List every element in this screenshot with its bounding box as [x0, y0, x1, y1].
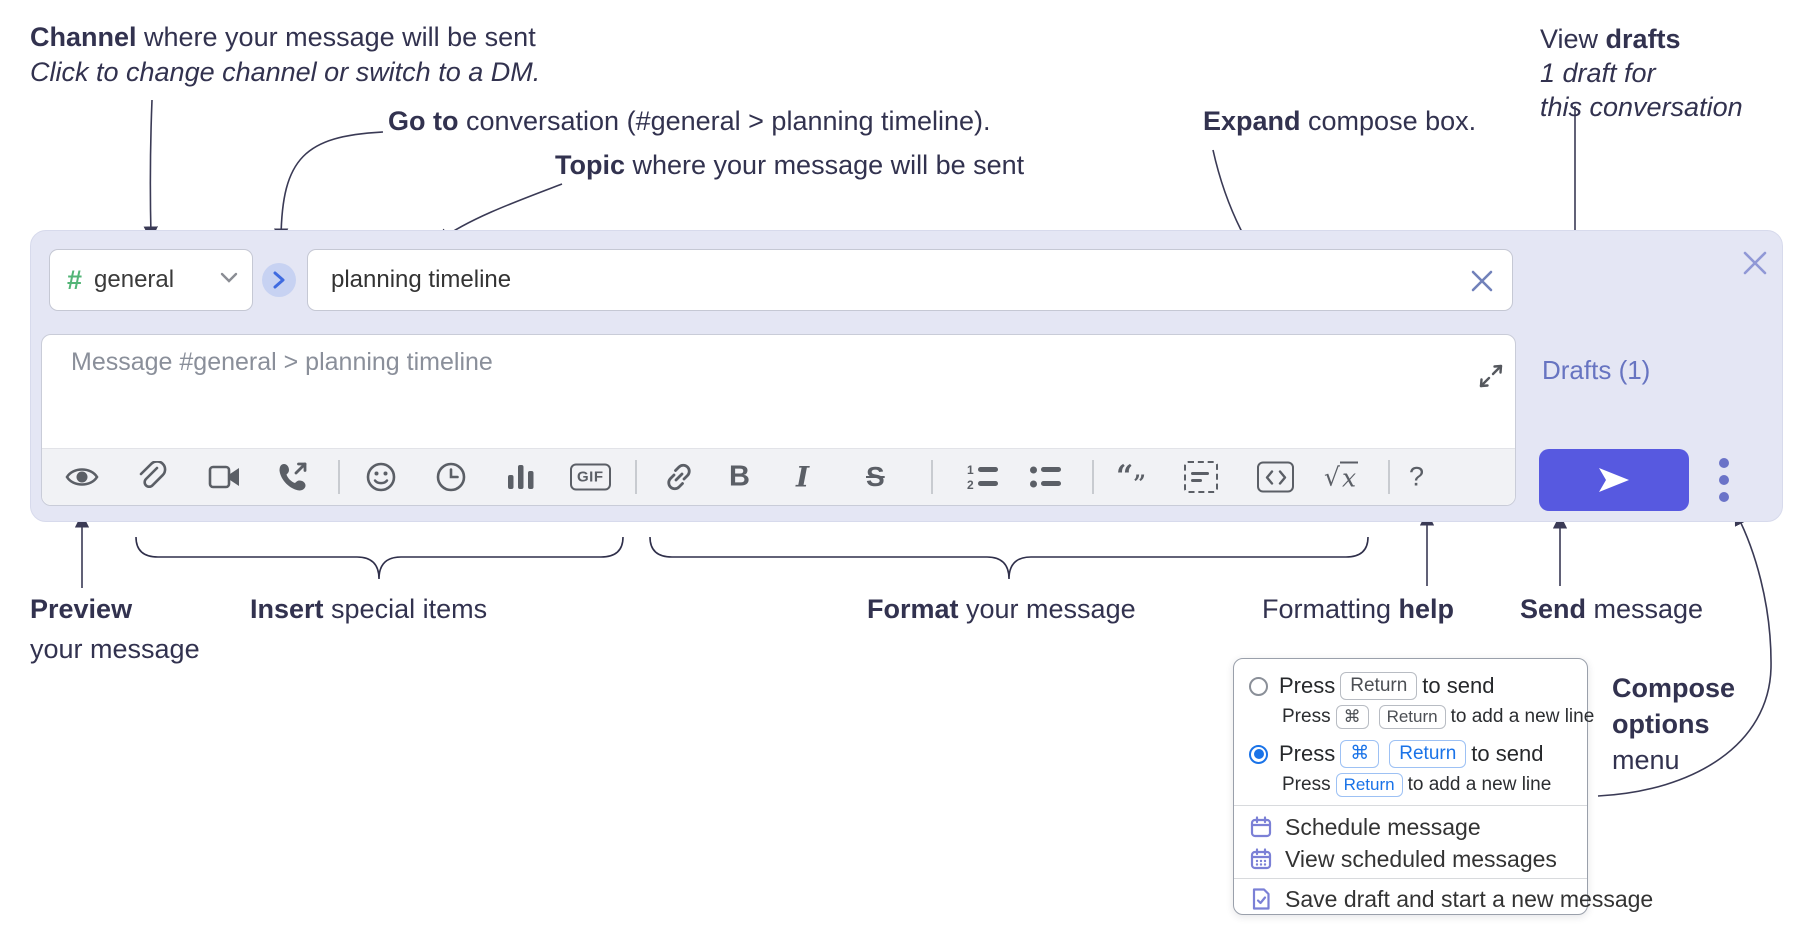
compose-options-annotation: Compose options menu — [1612, 673, 1736, 775]
compose-options-menu: Press Return to send Press ⌘ Return to a… — [1233, 658, 1653, 915]
bulleted-list-icon[interactable] — [1029, 463, 1063, 491]
send-button[interactable] — [1539, 449, 1689, 511]
close-compose-icon[interactable] — [1741, 249, 1769, 277]
math-icon[interactable]: √x — [1324, 461, 1359, 493]
toolbar-divider — [338, 460, 340, 494]
quote-icon[interactable]: “” — [1116, 459, 1146, 497]
view-scheduled-messages-item[interactable]: View scheduled messages — [1234, 844, 1557, 874]
schedule-message-item[interactable]: Schedule message — [1234, 812, 1481, 842]
return-key: Return — [1378, 704, 1446, 730]
draft-note-icon — [1249, 887, 1273, 911]
message-box[interactable]: Message #general > planning timeline — [41, 334, 1516, 506]
toolbar-divider — [1092, 460, 1094, 494]
return-key: Return — [1389, 739, 1467, 769]
send-option-return-subtext: Press ⌘ Return to add a new line — [1282, 704, 1594, 730]
menu-divider — [1234, 878, 1587, 879]
preview-eye-icon[interactable] — [64, 464, 100, 490]
bold-icon[interactable]: B — [729, 460, 750, 493]
toolbar-divider — [931, 460, 933, 494]
channel-hash-icon: # — [67, 264, 83, 295]
send-annotation: Send message — [1520, 594, 1704, 624]
preview-annotation: Preview your message — [30, 594, 200, 664]
cmd-key: ⌘ — [1340, 739, 1380, 769]
compose-options-ellipsis[interactable] — [1719, 458, 1729, 509]
return-key: Return — [1340, 671, 1418, 701]
toolbar-divider — [1388, 460, 1390, 494]
compose-box: # general planning timeline Message #gen… — [30, 230, 1783, 522]
link-icon[interactable] — [662, 460, 696, 494]
code-icon[interactable] — [1257, 461, 1294, 493]
save-draft-item[interactable]: Save draft and start a new message — [1234, 884, 1653, 914]
italic-icon[interactable]: I — [796, 460, 810, 494]
voice-call-icon[interactable] — [277, 461, 309, 493]
go-to-conversation-button[interactable] — [262, 263, 296, 297]
poll-chart-icon[interactable] — [506, 463, 536, 491]
send-option-cmd-return-subtext: Press Return to add a new line — [1282, 772, 1551, 798]
attach-paperclip-icon[interactable] — [135, 461, 167, 493]
topic-annotation: Topic where your message will be sent — [555, 150, 1025, 180]
drafts-link[interactable]: Drafts (1) — [1542, 355, 1651, 385]
toolbar-divider — [635, 460, 637, 494]
help-icon[interactable]: ? — [1409, 461, 1425, 492]
video-call-icon[interactable] — [208, 464, 242, 490]
channel-selector[interactable]: # general — [49, 249, 253, 311]
message-placeholder: Message #general > planning timeline — [71, 348, 493, 376]
formatting-help-annotation: Formatting help — [1262, 594, 1455, 624]
clear-topic-icon[interactable] — [1468, 267, 1496, 295]
chevron-right-icon — [273, 271, 285, 289]
gif-icon[interactable]: GIF — [570, 463, 611, 491]
expand-compose-icon[interactable] — [1478, 363, 1504, 389]
insert-annotation: Insert special items — [250, 594, 488, 624]
topic-input[interactable]: planning timeline — [307, 249, 1513, 311]
channel-annotation: Channel where your message will be sent … — [30, 22, 541, 87]
chevron-down-icon — [220, 271, 238, 289]
format-annotation: Format your message — [867, 594, 1136, 624]
svg-text:1: 1 — [967, 463, 974, 477]
view-drafts-annotation: View drafts 1 draft for this conversatio… — [1540, 24, 1743, 122]
paper-plane-icon — [1599, 468, 1629, 492]
radio-unselected-icon[interactable] — [1249, 676, 1268, 696]
menu-divider — [1234, 805, 1587, 806]
schedule-clock-icon[interactable] — [435, 461, 467, 493]
cmd-key: ⌘ — [1335, 704, 1369, 730]
expand-annotation: Expand compose box. — [1203, 106, 1477, 136]
emoji-smiley-icon[interactable] — [365, 461, 397, 493]
calendar-icon — [1249, 815, 1273, 839]
send-option-cmd-return[interactable]: Press ⌘ Return to send — [1249, 739, 1543, 769]
svg-text:2: 2 — [967, 478, 974, 491]
spoiler-icon[interactable] — [1184, 461, 1218, 493]
return-key: Return — [1335, 772, 1403, 798]
send-option-return[interactable]: Press Return to send — [1249, 671, 1494, 701]
topic-value: planning timeline — [331, 266, 512, 293]
calendar-grid-icon — [1249, 847, 1273, 871]
channel-name: general — [94, 266, 175, 293]
radio-selected-icon[interactable] — [1249, 744, 1268, 764]
strikethrough-icon[interactable]: S — [866, 461, 885, 492]
goto-annotation: Go to conversation (#general > planning … — [388, 106, 991, 136]
